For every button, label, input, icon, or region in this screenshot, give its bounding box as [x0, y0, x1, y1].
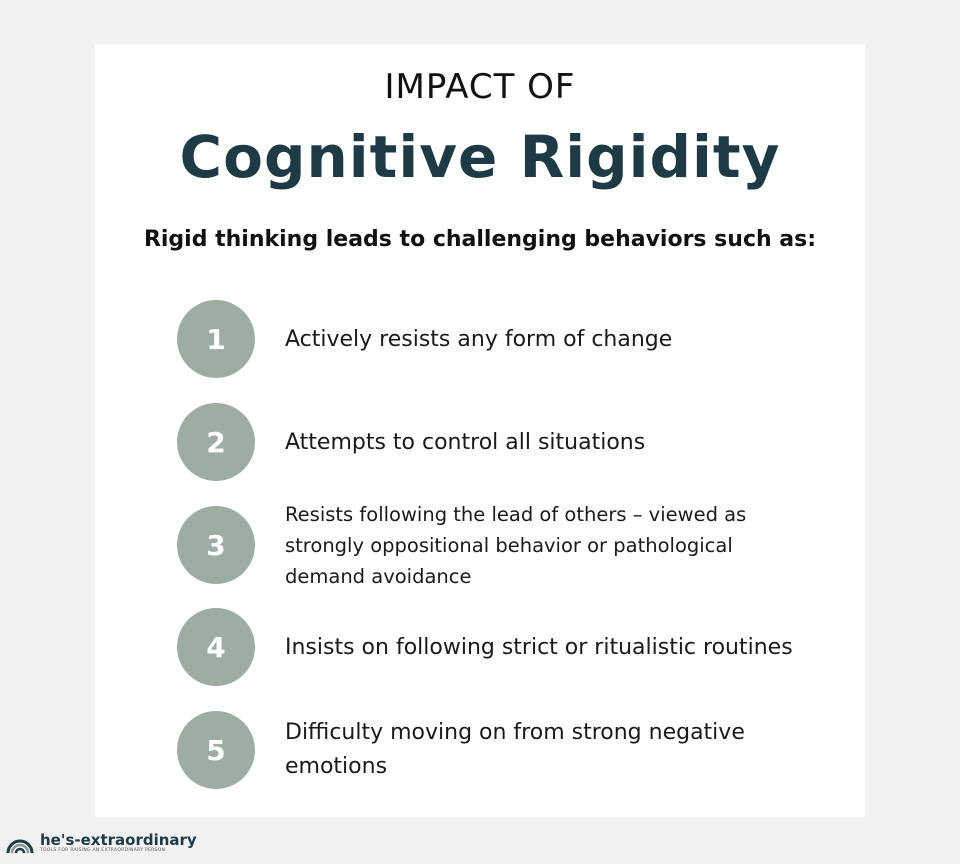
- infographic-card: IMPACT OF Cognitive Rigidity Rigid think…: [95, 45, 865, 817]
- list-item: 5 Difficulty moving on from strong negat…: [177, 711, 857, 789]
- list-item: 1 Actively resists any form of change: [177, 300, 857, 378]
- number-badge: 3: [177, 506, 255, 584]
- item-text: Insists on following strict or ritualist…: [285, 634, 793, 660]
- number-badge: 5: [177, 711, 255, 789]
- list-item: 2 Attempts to control all situations: [177, 403, 857, 481]
- list-item: 3 Resists following the lead of others –…: [177, 503, 857, 588]
- number-badge: 4: [177, 608, 255, 686]
- number-badge: 2: [177, 403, 255, 481]
- item-text: Actively resists any form of change: [285, 326, 673, 352]
- kicker: IMPACT OF: [384, 67, 576, 107]
- rainbow-icon: [6, 839, 34, 854]
- number-badge: 1: [177, 300, 255, 378]
- item-text: Resists following the lead of others – v…: [285, 502, 747, 588]
- brand-name: he's-extraordinary: [40, 831, 197, 849]
- brand-logo: he's-extraordinary TOOLS FOR RAISING AN …: [6, 832, 197, 854]
- item-text: Difficulty moving on from strong negativ…: [285, 720, 745, 779]
- brand-tagline: TOOLS FOR RAISING AN EXTRAORDINARY PERSO…: [40, 848, 166, 853]
- list-item: 4 Insists on following strict or rituali…: [177, 608, 857, 686]
- page-title: Cognitive Rigidity: [179, 123, 781, 191]
- subtitle: Rigid thinking leads to challenging beha…: [143, 227, 817, 252]
- item-text: Attempts to control all situations: [285, 429, 646, 455]
